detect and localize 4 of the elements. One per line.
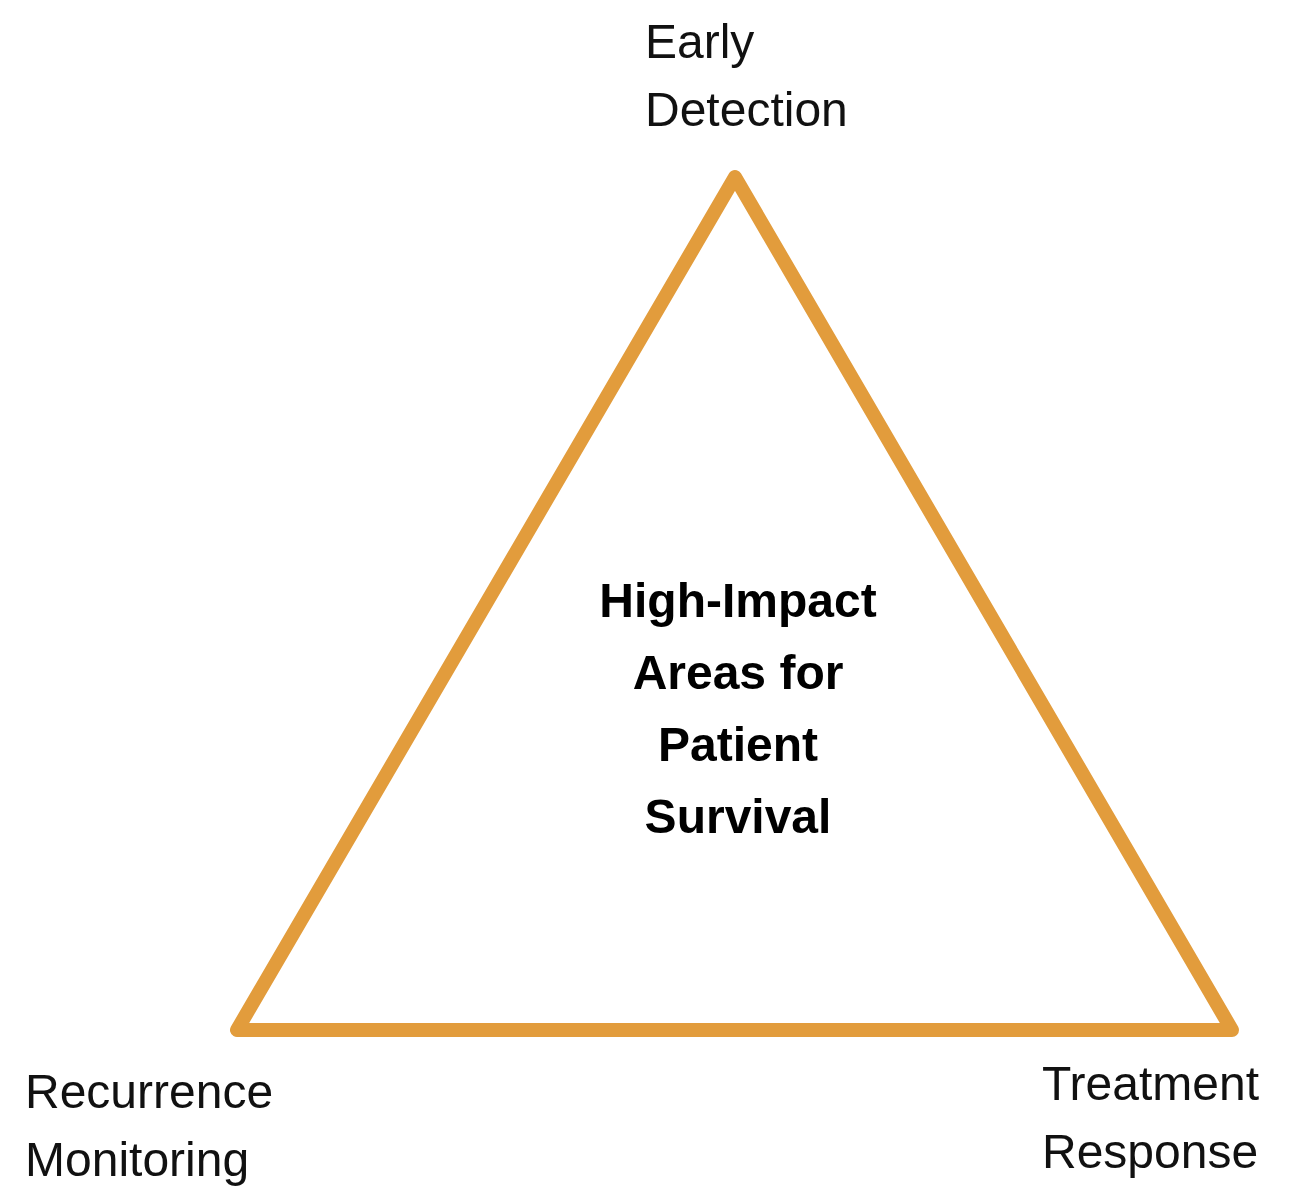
corner-label: Recurrence Monitoring bbox=[25, 1064, 275, 1188]
center-heading: High-Impact Areas for Patient Survival bbox=[598, 573, 878, 845]
corner-label: Treatment Response bbox=[1042, 1056, 1260, 1180]
corner-label: Early Detection bbox=[645, 14, 849, 138]
